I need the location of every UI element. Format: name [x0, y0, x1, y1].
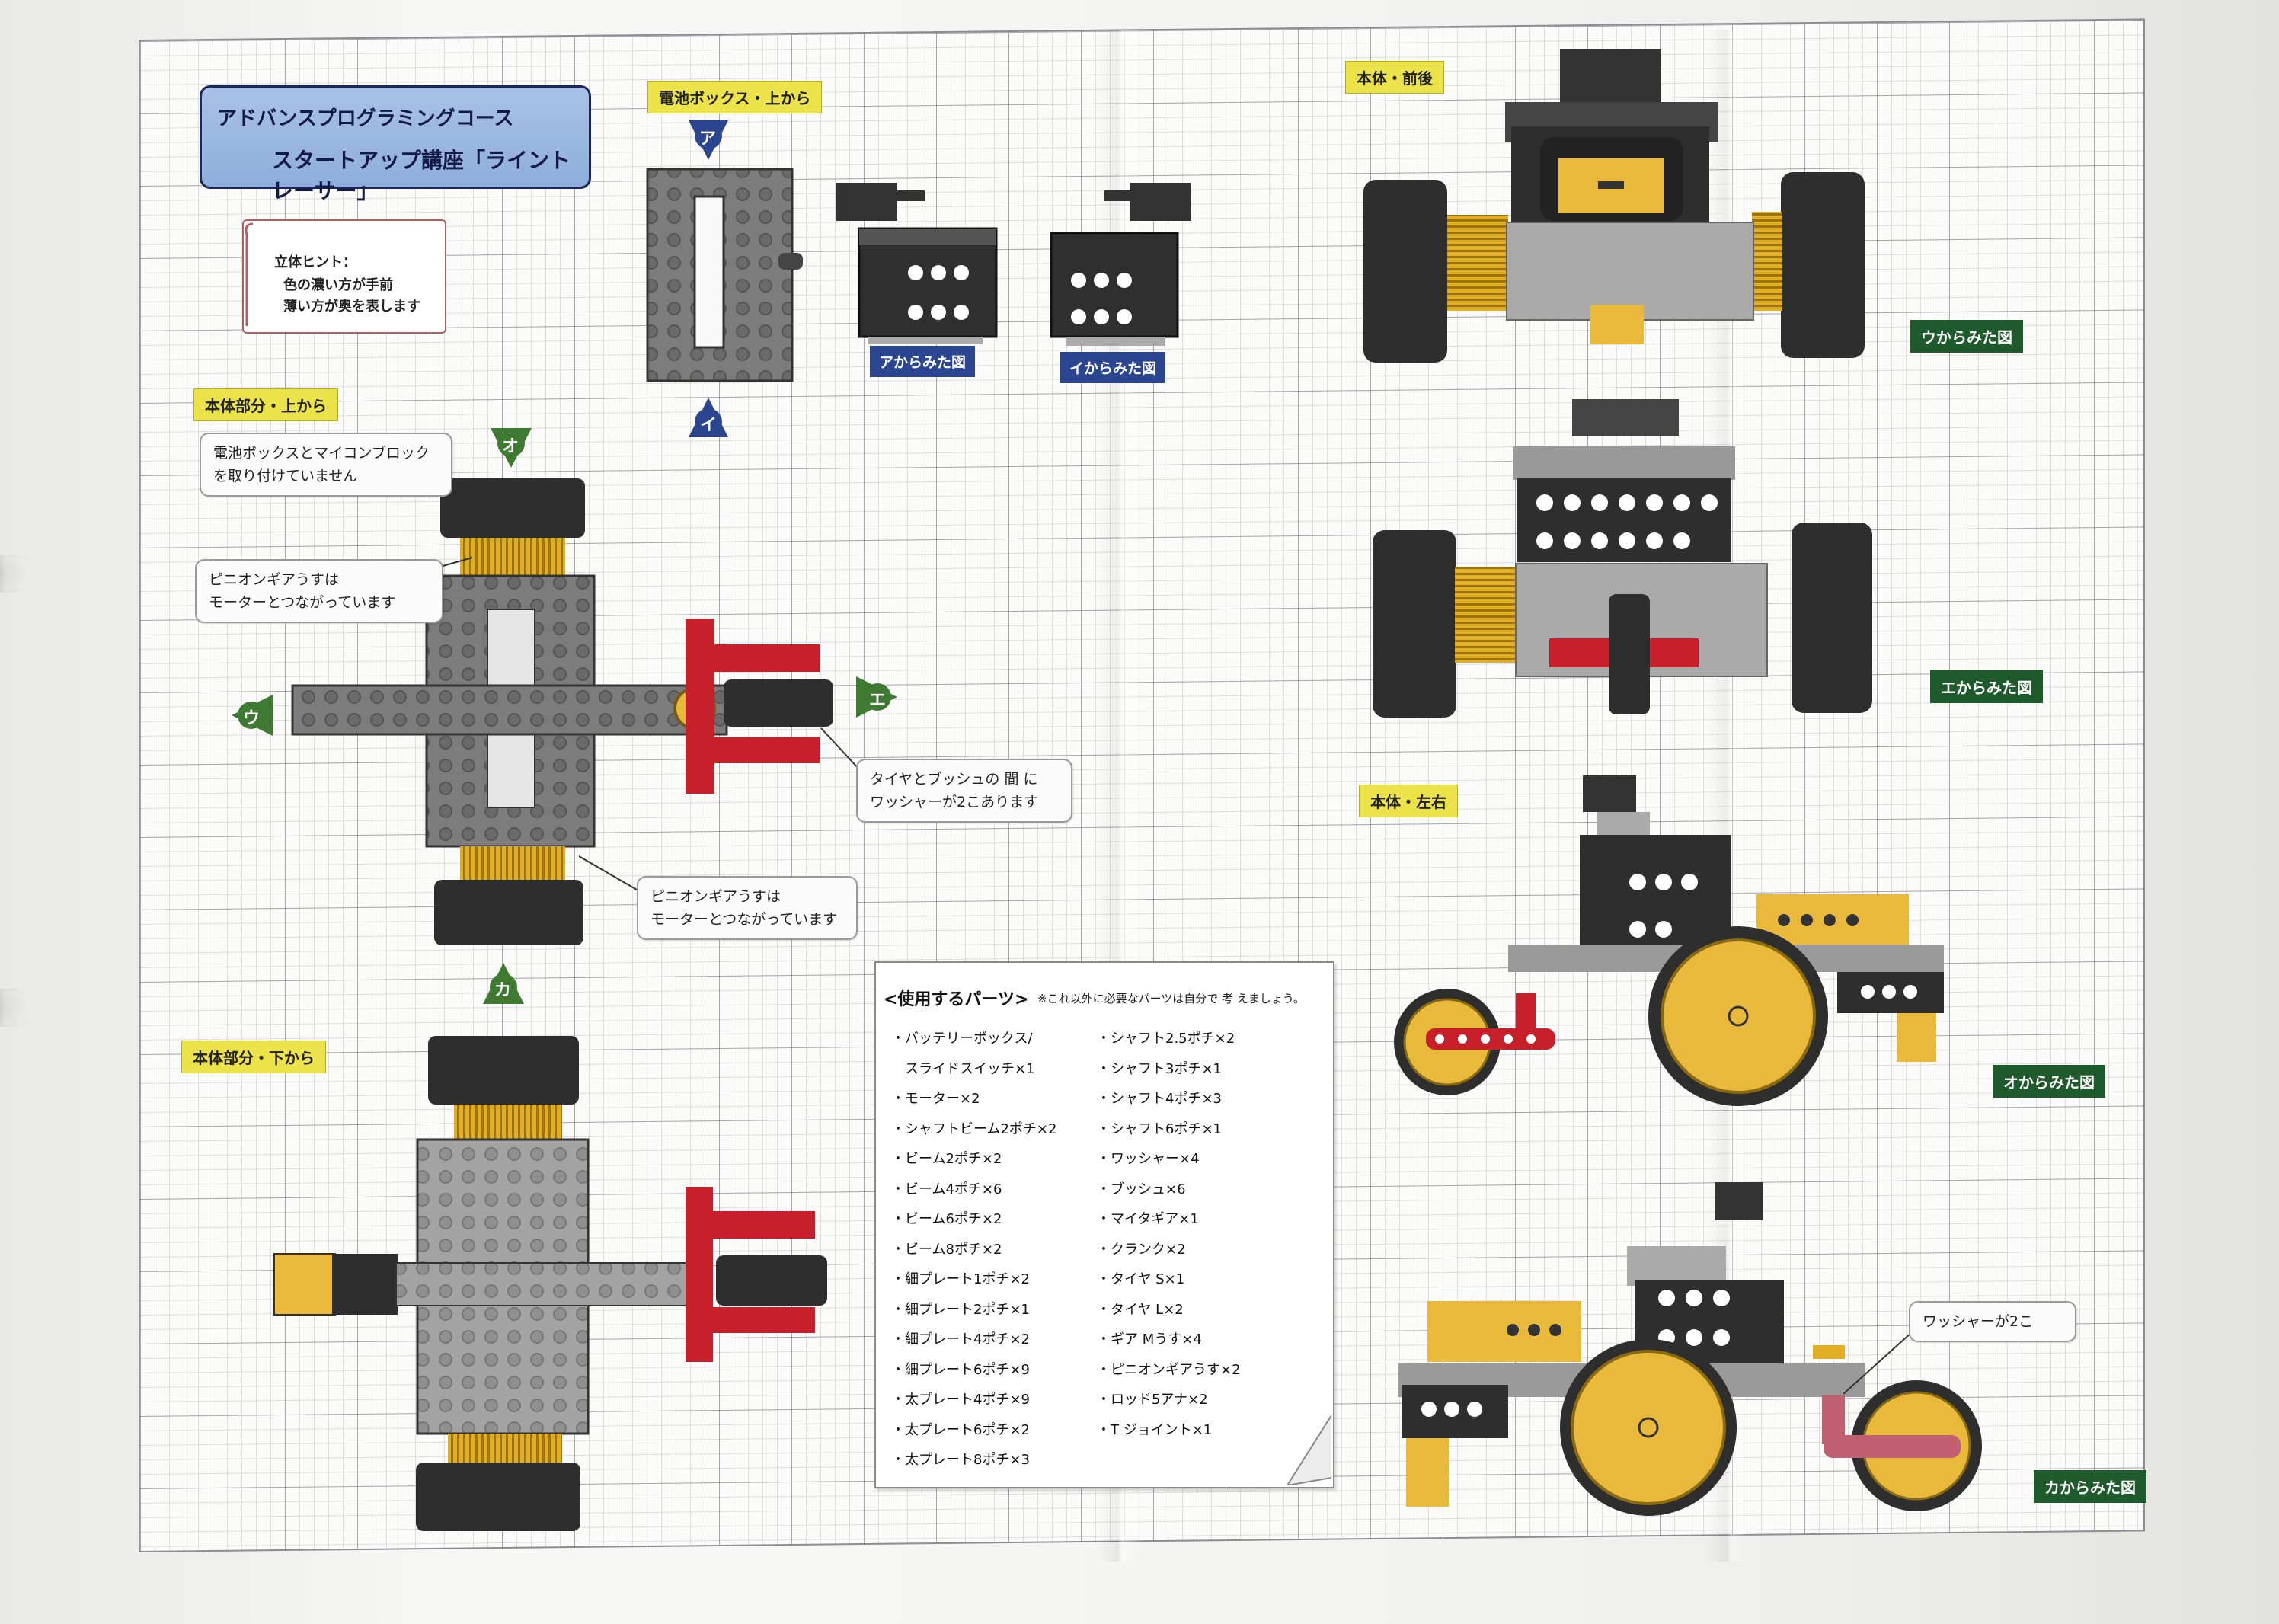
label-view-i: イからみた図	[1060, 352, 1166, 383]
parts-list-card: <使用するパーツ> ※これ以外に必要なパーツは自分で 考 えましょう。 ・バッテ…	[874, 961, 1334, 1488]
parts-subheading: ※これ以外に必要なパーツは自分で 考 えましょう。	[1037, 992, 1305, 1005]
triangle-marker-icon	[689, 120, 728, 160]
parts-item: ・シャフト3ポチ×1	[1097, 1060, 1222, 1077]
battery-box-top-diagram	[646, 168, 803, 382]
body-bottom-diagram	[273, 1036, 827, 1531]
parts-item: ・シャフトビーム2ポチ×2	[891, 1120, 1057, 1137]
parts-item: ・T ジョイント×1	[1097, 1421, 1213, 1438]
marker-i-text: イ	[700, 416, 718, 435]
parts-item: ・細プレート2ポチ×1	[891, 1301, 1030, 1318]
marker-i: イ	[687, 396, 730, 442]
parts-item: ・ロッド5アナ×2	[1097, 1392, 1208, 1408]
triangle-marker-icon	[483, 963, 524, 1004]
body-top-diagram	[291, 478, 833, 945]
view-ka-diagram	[1398, 1182, 1982, 1516]
parts-item: ・太プレート6ポチ×2	[891, 1421, 1030, 1438]
marker-e-text: エ	[869, 691, 887, 710]
marker-e: エ	[855, 675, 900, 719]
marker-u: ウ	[229, 693, 274, 737]
marker-a-text: ア	[699, 129, 717, 149]
page-curl-icon	[1287, 1415, 1331, 1485]
parts-item: スライドスイッチ×1	[891, 1060, 1035, 1077]
parts-item: ・シャフト2.5ポチ×2	[1097, 1031, 1235, 1047]
triangle-marker-icon	[689, 398, 728, 437]
binder-hole	[0, 555, 32, 593]
note-tire-bush-line2: ワッシャーが2こあります	[870, 794, 1039, 810]
note-pinion-top: ピニオンギアうすは モーターとつながっています	[195, 559, 443, 623]
parts-item: ・シャフト6ポチ×1	[1097, 1120, 1222, 1137]
triangle-marker-icon	[491, 428, 532, 468]
marker-ka-text: カ	[494, 981, 512, 1000]
note-tire-bush-line1: タイヤとブッシュの 間 に	[870, 771, 1038, 788]
parts-item: ・ブッシュ×6	[1097, 1181, 1186, 1197]
label-battery-top: 電池ボックス・上から	[647, 81, 823, 113]
note-pinion-bottom-line1: ピニオンギアうすは	[650, 888, 782, 905]
view-u-diagram	[1363, 49, 1865, 363]
parts-item: ・ビーム4ポチ×6	[891, 1181, 1002, 1197]
label-view-u: ウからみた図	[1910, 320, 2023, 353]
parts-item: ・ビーム6ポチ×2	[891, 1211, 1002, 1227]
parts-heading: <使用するパーツ>	[884, 990, 1029, 1009]
view-o-diagram	[1394, 775, 1944, 1106]
parts-item: ・太プレート8ポチ×3	[891, 1452, 1030, 1468]
parts-right-list: ・シャフト2.5ポチ×2 ・シャフト3ポチ×1 ・シャフト4ポチ×3 ・シャフト6ポチ…	[1097, 1024, 1241, 1445]
scroll-paper-icon	[245, 222, 254, 326]
note-tire-bush: タイヤとブッシュの 間 に ワッシャーが2こあります	[856, 759, 1072, 823]
label-body-top: 本体部分・上から	[193, 388, 338, 421]
parts-item: ・ワッシャー×4	[1097, 1151, 1200, 1167]
course-subtitle: スタートアップ講座「ライントレーサー」	[272, 148, 571, 203]
course-title-box: アドバンスプログラミングコース スタートアップ講座「ライントレーサー」	[200, 85, 591, 203]
hint-scroll: 立体ヒント： 色の濃い方が手前 薄い方が奥を表します	[242, 219, 446, 334]
note-pinion-bottom-line2: モーターとつながっています	[650, 911, 838, 928]
parts-item: ・ビーム8ポチ×2	[891, 1241, 1002, 1258]
view-i-diagram	[1050, 183, 1191, 346]
leader-lines	[439, 557, 1920, 1395]
parts-item: ・シャフト4ポチ×3	[1097, 1091, 1222, 1107]
parts-item: ・マイタギア×1	[1097, 1211, 1199, 1227]
parts-item: ・ギア Mうす×4	[1097, 1331, 1202, 1347]
parts-item: ・細プレート1ポチ×2	[891, 1271, 1030, 1287]
label-view-a: アからみた図	[870, 346, 976, 377]
marker-a: ア	[687, 116, 730, 161]
label-view-ka: カからみた図	[2034, 1470, 2146, 1503]
triangle-marker-icon	[232, 695, 273, 736]
label-body-front-back: 本体・前後	[1345, 61, 1444, 94]
label-body-bottom: 本体部分・下から	[181, 1041, 326, 1073]
hint-heading: 立体ヒント：	[274, 254, 356, 270]
marker-u-text: ウ	[243, 709, 261, 728]
parts-item: ・細プレート6ポチ×9	[891, 1361, 1030, 1378]
parts-item: ・タイヤ L×2	[1097, 1301, 1184, 1318]
note-pinion-bottom: ピニオンギアうすは モーターとつながっています	[637, 876, 858, 940]
note-no-battery-line2: を取り付けていません	[213, 468, 358, 484]
view-a-diagram	[836, 183, 998, 344]
parts-item: ・太プレート4ポチ×9	[891, 1392, 1030, 1408]
triangle-marker-icon	[856, 676, 897, 718]
hint-line2: 薄い方が奥を表します	[283, 299, 420, 315]
label-view-o: オからみた図	[1993, 1065, 2105, 1098]
hint-line1: 色の濃い方が手前	[283, 277, 393, 293]
parts-item: ・バッテリーボックス/	[891, 1031, 1033, 1047]
note-no-battery-line1: 電池ボックスとマイコンブロック	[213, 445, 430, 462]
parts-item: ・タイヤ S×1	[1097, 1271, 1185, 1287]
note-pinion-top-line1: ピニオンギアうすは	[209, 571, 340, 588]
parts-item: ・ビーム2ポチ×2	[891, 1151, 1002, 1167]
note-washer: ワッシャーが2こ	[1909, 1301, 2076, 1342]
parts-item: ・細プレート4ポチ×2	[891, 1331, 1030, 1347]
marker-o: オ	[489, 424, 533, 469]
parts-left-list: ・バッテリーボックス/ スライドスイッチ×1 ・モーター×2 ・シャフトビーム2ポチ…	[891, 1024, 1056, 1475]
course-title: アドバンスプログラミングコース	[217, 107, 514, 130]
marker-ka: カ	[481, 961, 526, 1007]
parts-item: ・ピニオンギアうす×2	[1097, 1361, 1241, 1378]
parts-item: ・モーター×2	[891, 1091, 980, 1107]
binder-hole	[0, 989, 32, 1027]
label-view-e: エからみた図	[1930, 670, 2043, 703]
parts-item: ・クランク×2	[1097, 1241, 1186, 1258]
label-body-left-right: 本体・左右	[1359, 785, 1458, 817]
marker-o-text: オ	[502, 437, 519, 456]
note-no-battery: 電池ボックスとマイコンブロック を取り付けていません	[200, 433, 452, 497]
note-pinion-top-line2: モーターとつながっています	[209, 594, 396, 611]
view-e-diagram	[1373, 399, 1872, 718]
